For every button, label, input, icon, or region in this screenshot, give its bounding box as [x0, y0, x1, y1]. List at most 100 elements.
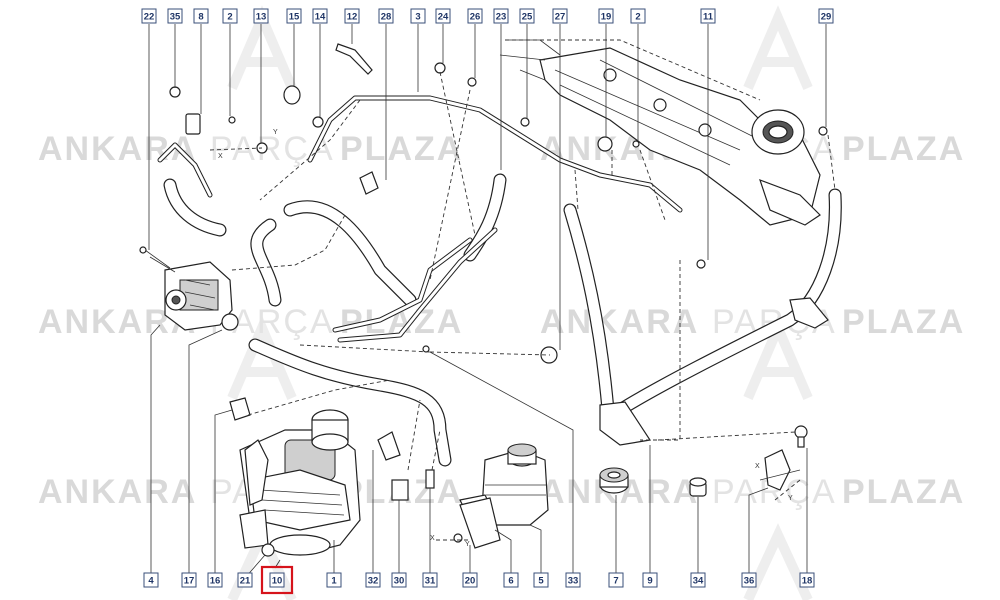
metal-pipes	[157, 95, 683, 343]
svg-text:26: 26	[470, 12, 481, 23]
svg-text:2: 2	[635, 12, 640, 23]
part-label-15[interactable]: 15	[286, 8, 302, 24]
part-label-6[interactable]: 6	[503, 572, 519, 588]
part-label-4[interactable]: 4	[143, 572, 159, 588]
part-label-3[interactable]: 3	[410, 8, 426, 24]
part-label-34[interactable]: 34	[690, 572, 706, 588]
small-parts	[169, 43, 829, 557]
svg-text:8: 8	[198, 12, 203, 23]
part-label-2[interactable]: 2	[222, 8, 238, 24]
svg-text:34: 34	[693, 576, 704, 587]
part-label-14[interactable]: 14	[312, 8, 328, 24]
svg-text:7: 7	[613, 576, 618, 587]
axis-mark-x: X	[218, 153, 223, 160]
svg-text:6: 6	[508, 576, 513, 587]
svg-text:32: 32	[368, 576, 379, 587]
watermark-word-ankara: ANKARA	[38, 473, 197, 511]
svg-text:3: 3	[415, 12, 420, 23]
part-label-11[interactable]: 11	[700, 8, 716, 24]
part-label-30[interactable]: 30	[391, 572, 407, 588]
hose-clip	[759, 449, 801, 491]
bottom-label-row: 4 17 16 21 10 1 32 30 31 20 6 5 33 7 9 3…	[143, 565, 815, 595]
part-label-17[interactable]: 17	[181, 572, 197, 588]
svg-text:13: 13	[256, 12, 267, 23]
svg-text:19: 19	[601, 12, 612, 23]
hoses	[163, 173, 842, 467]
svg-text:11: 11	[703, 12, 714, 23]
svg-text:28: 28	[381, 12, 392, 23]
axis-marks: X Y X Y X Y	[218, 129, 793, 548]
part-label-5[interactable]: 5	[533, 572, 549, 588]
part-label-25[interactable]: 25	[519, 8, 535, 24]
svg-text:18: 18	[802, 576, 813, 587]
svg-text:36: 36	[744, 576, 755, 587]
top-label-row: 22 35 8 2 13 15 14 12 28 3 24 26 23 25 2…	[141, 8, 834, 24]
part-label-13[interactable]: 13	[253, 8, 269, 24]
axis-mark-y: Y	[273, 129, 278, 136]
part-label-28[interactable]: 28	[378, 8, 394, 24]
svg-text:35: 35	[170, 12, 181, 23]
electric-pump-unit	[239, 409, 361, 556]
part-label-36[interactable]: 36	[741, 572, 757, 588]
part-label-20[interactable]: 20	[462, 572, 478, 588]
svg-text:2: 2	[227, 12, 232, 23]
svg-text:33: 33	[568, 576, 579, 587]
axis-mark-y: Y	[465, 541, 470, 548]
axis-mark-x: X	[430, 535, 435, 542]
svg-text:15: 15	[289, 12, 300, 23]
svg-text:27: 27	[555, 12, 566, 23]
part-label-16[interactable]: 16	[207, 572, 223, 588]
bolt	[794, 425, 808, 448]
part-label-7[interactable]: 7	[608, 572, 624, 588]
part-label-33[interactable]: 33	[565, 572, 581, 588]
leader-lines	[148, 24, 827, 579]
part-label-24[interactable]: 24	[435, 8, 451, 24]
reservoir-cap	[599, 467, 629, 494]
watermark-word-plaza: PLAZA	[842, 303, 965, 341]
svg-text:22: 22	[144, 12, 155, 23]
part-label-29[interactable]: 29	[818, 8, 834, 24]
part-label-8[interactable]: 8	[193, 8, 209, 24]
watermark-word-parca: PARÇA	[210, 130, 335, 168]
axis-mark-y: Y	[788, 495, 793, 502]
part-label-22[interactable]: 22	[141, 8, 157, 24]
svg-text:12: 12	[347, 12, 358, 23]
axis-mark-x: X	[755, 463, 760, 470]
svg-text:21: 21	[240, 576, 251, 587]
svg-text:17: 17	[184, 576, 195, 587]
part-label-10-selected[interactable]: 10	[260, 565, 294, 595]
svg-text:24: 24	[438, 12, 449, 23]
watermark-word-ankara: ANKARA	[540, 303, 699, 341]
part-label-27[interactable]: 27	[552, 8, 568, 24]
part-label-1[interactable]: 1	[326, 572, 342, 588]
svg-text:4: 4	[148, 576, 154, 587]
part-label-2-right[interactable]: 2	[630, 8, 646, 24]
part-label-9[interactable]: 9	[642, 572, 658, 588]
part-label-35[interactable]: 35	[167, 8, 183, 24]
grommet	[689, 477, 707, 497]
svg-text:9: 9	[647, 576, 652, 587]
svg-text:31: 31	[425, 576, 436, 587]
part-label-18[interactable]: 18	[799, 572, 815, 588]
svg-text:30: 30	[394, 576, 405, 587]
steering-rack	[499, 39, 821, 226]
part-label-32[interactable]: 32	[365, 572, 381, 588]
svg-text:20: 20	[465, 576, 476, 587]
part-label-31[interactable]: 31	[422, 572, 438, 588]
part-label-23[interactable]: 23	[493, 8, 509, 24]
svg-text:23: 23	[496, 12, 507, 23]
svg-text:5: 5	[538, 576, 544, 587]
part-label-21[interactable]: 21	[237, 572, 253, 588]
assembly-dashed-lines	[209, 71, 836, 541]
part-label-26[interactable]: 26	[467, 8, 483, 24]
watermark-word-plaza: PLAZA	[340, 130, 463, 168]
svg-text:25: 25	[522, 12, 533, 23]
part-label-12[interactable]: 12	[344, 8, 360, 24]
part-label-19[interactable]: 19	[598, 8, 614, 24]
watermark-word-plaza: PLAZA	[842, 130, 965, 168]
svg-text:29: 29	[821, 12, 832, 23]
watermark-word-plaza: PLAZA	[842, 473, 965, 511]
svg-text:1: 1	[331, 576, 337, 587]
svg-text:16: 16	[210, 576, 221, 587]
